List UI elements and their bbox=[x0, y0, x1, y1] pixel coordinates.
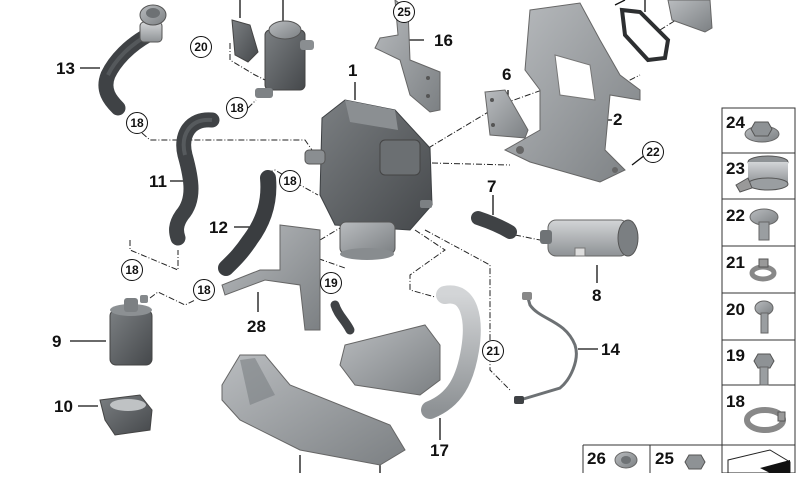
callout-12: 12 bbox=[209, 218, 228, 237]
legend-item-23: 23 bbox=[726, 159, 745, 178]
cover-plate bbox=[667, 0, 713, 33]
part-6-plate bbox=[484, 89, 529, 139]
gasket bbox=[619, 7, 671, 63]
circled-callout-25: 25 bbox=[393, 1, 415, 23]
part-8-silencer bbox=[540, 219, 639, 257]
part-7-hose bbox=[471, 211, 517, 239]
bottom-bracket bbox=[221, 354, 406, 466]
part-13-hose bbox=[98, 4, 167, 116]
part-1-heater-unit bbox=[304, 99, 433, 260]
legend-item-26: 26 bbox=[587, 449, 606, 468]
part-12-hose bbox=[218, 170, 277, 276]
callout-17: 17 bbox=[430, 441, 449, 460]
part-2-bracket bbox=[503, 2, 641, 183]
circled-callout-20: 20 bbox=[190, 36, 212, 58]
callout-1: 1 bbox=[348, 61, 358, 80]
valve-assembly bbox=[231, 19, 314, 98]
callout-14: 14 bbox=[601, 340, 620, 359]
callout-9: 9 bbox=[52, 332, 62, 351]
callout-16: 16 bbox=[434, 31, 453, 50]
legend-item-22: 22 bbox=[726, 206, 745, 225]
part-10-holder bbox=[99, 394, 153, 436]
legend-item-19: 19 bbox=[726, 346, 745, 365]
circled-callout-18-e: 18 bbox=[193, 279, 215, 301]
callout-8: 8 bbox=[592, 286, 602, 305]
callout-7: 7 bbox=[487, 177, 497, 196]
circled-callout-19: 19 bbox=[320, 272, 342, 294]
legend-icons bbox=[614, 121, 791, 474]
legend-item-18: 18 bbox=[726, 392, 745, 411]
callout-11: 11 bbox=[149, 172, 167, 191]
part-14-sensor-line bbox=[514, 292, 578, 404]
part-9-pump bbox=[109, 295, 153, 366]
callout-13: 13 bbox=[56, 59, 75, 78]
legend-item-24: 24 bbox=[726, 113, 745, 132]
circled-callout-18-a: 18 bbox=[126, 112, 148, 134]
assembly-lines bbox=[129, 4, 701, 391]
circled-callout-22: 22 bbox=[642, 141, 664, 163]
part-11-hose bbox=[169, 112, 220, 246]
part-28-bracket bbox=[221, 224, 321, 331]
circled-callout-18-d: 18 bbox=[121, 259, 143, 281]
callout-28: 28 bbox=[247, 317, 266, 336]
callout-2: 2 bbox=[613, 110, 623, 129]
legend-item-20: 20 bbox=[726, 300, 745, 319]
part-16-bracket bbox=[374, 0, 441, 113]
legend-item-25: 25 bbox=[655, 449, 674, 468]
circled-callout-18-c: 18 bbox=[279, 170, 301, 192]
part-17-exhaust bbox=[330, 285, 481, 419]
circled-callout-18-b: 18 bbox=[226, 97, 248, 119]
circled-callout-21: 21 bbox=[482, 340, 504, 362]
callout-10: 10 bbox=[54, 397, 73, 416]
callout-6: 6 bbox=[502, 65, 512, 84]
legend-item-21: 21 bbox=[726, 253, 745, 272]
